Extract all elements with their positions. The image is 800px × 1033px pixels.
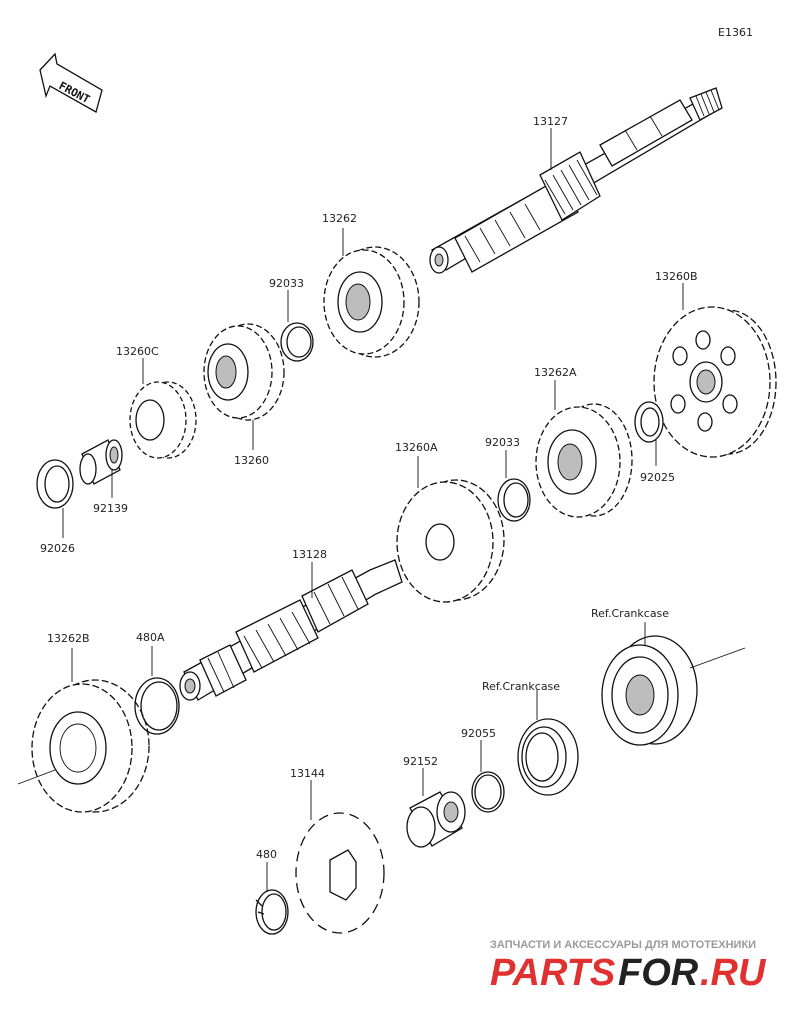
snap-ring-92033-lower	[497, 478, 531, 522]
collar-92152	[406, 791, 466, 848]
part-label-13260: 13260	[234, 454, 269, 467]
ref-crankcase-label-1: Ref.Crankcase	[591, 607, 669, 620]
diagram-code: E1361	[718, 26, 753, 39]
part-label-92025: 92025	[640, 471, 675, 484]
watermark-brand-1: PARTS	[490, 952, 615, 994]
gear-13260b	[653, 306, 777, 458]
part-label-92033-upper: 92033	[269, 277, 304, 290]
ref-crankcase-label-2: Ref.Crankcase	[482, 680, 560, 693]
gear-13260a	[396, 479, 505, 603]
sprocket-13144	[295, 812, 385, 934]
output-shaft-13127	[429, 87, 723, 274]
gear-13262	[323, 246, 420, 358]
part-label-92026: 92026	[40, 542, 75, 555]
part-label-13260b: 13260B	[655, 270, 698, 283]
circlip-480	[255, 889, 289, 935]
part-label-13260c: 13260C	[116, 345, 159, 358]
watermark-brand-3: .RU	[700, 952, 767, 994]
part-label-92055: 92055	[461, 727, 496, 740]
part-label-13262: 13262	[322, 212, 357, 225]
part-label-13144: 13144	[290, 767, 325, 780]
watermark-tagline: ЗАПЧАСТИ И АКСЕССУАРЫ ДЛЯ МОТОТЕХНИКИ	[490, 939, 756, 951]
part-label-13262a: 13262A	[534, 366, 577, 379]
washer-92026	[36, 459, 74, 509]
part-label-92152: 92152	[403, 755, 438, 768]
part-label-480a: 480A	[136, 631, 165, 644]
gear-13262a	[535, 403, 633, 518]
watermark: ЗАПЧАСТИ И АКСЕССУАРЫ ДЛЯ МОТОТЕХНИКИ PA…	[490, 939, 767, 994]
input-shaft-13128	[179, 559, 403, 701]
part-label-13128: 13128	[292, 548, 327, 561]
bushing-92139	[79, 439, 123, 485]
part-label-92139: 92139	[93, 502, 128, 515]
gear-13262b	[31, 679, 150, 813]
gear-13260c	[129, 381, 197, 459]
part-label-13260a: 13260A	[395, 441, 438, 454]
oil-seal-crankcase	[517, 718, 579, 796]
part-label-13127: 13127	[533, 115, 568, 128]
circlip-480a	[134, 677, 180, 735]
bearing-crankcase-right	[601, 635, 746, 746]
o-ring-92055	[471, 771, 505, 813]
watermark-brand-2: FOR	[618, 952, 699, 994]
part-label-92033-lower: 92033	[485, 436, 520, 449]
gear-13260	[203, 323, 285, 421]
washer-92025	[634, 401, 664, 443]
part-label-480: 480	[256, 848, 277, 861]
part-label-13262b: 13262B	[47, 632, 90, 645]
front-arrow-icon: FRONT	[39, 52, 103, 113]
snap-ring-92033-upper	[280, 322, 314, 362]
